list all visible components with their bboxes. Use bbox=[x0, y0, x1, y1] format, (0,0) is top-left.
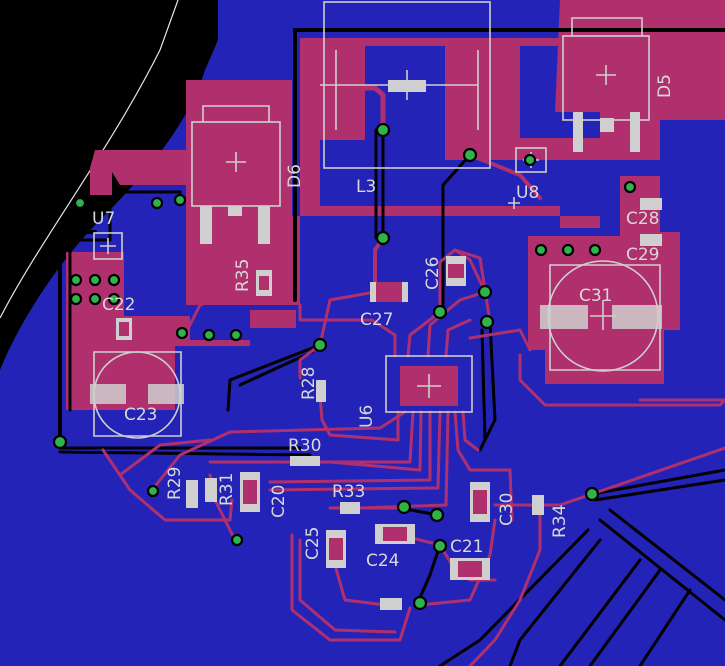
component-labels: D5 D6 L3 U8 U7 C28 C29 C31 R35 C26 C27 C… bbox=[92, 74, 675, 571]
u6-body bbox=[385, 355, 473, 413]
label-r33: R33 bbox=[332, 482, 365, 502]
label-c23: C23 bbox=[124, 405, 158, 425]
label-c22: C22 bbox=[102, 295, 136, 315]
u8-body bbox=[515, 147, 547, 173]
label-c27: C27 bbox=[360, 310, 394, 330]
label-u8: U8 bbox=[516, 183, 539, 203]
label-c20: C20 bbox=[269, 484, 289, 518]
board-outline bbox=[0, 0, 179, 319]
label-c26: C26 bbox=[423, 256, 443, 290]
label-r31: R31 bbox=[217, 473, 237, 506]
u7-body bbox=[93, 232, 123, 260]
label-c21: C21 bbox=[450, 537, 484, 557]
label-c25: C25 bbox=[303, 526, 323, 560]
label-c24: C24 bbox=[366, 551, 400, 571]
label-r35: R35 bbox=[233, 259, 253, 292]
bottom-traces bbox=[58, 28, 725, 666]
label-u6: U6 bbox=[357, 405, 377, 428]
label-l3: L3 bbox=[356, 177, 376, 197]
label-r29: R29 bbox=[165, 467, 185, 500]
label-c28: C28 bbox=[626, 209, 660, 229]
label-r28: R28 bbox=[299, 367, 319, 400]
label-r34: R34 bbox=[550, 505, 570, 538]
label-u7: U7 bbox=[92, 209, 115, 229]
label-d6: D6 bbox=[285, 164, 305, 188]
label-r30: R30 bbox=[288, 436, 321, 456]
label-d5: D5 bbox=[655, 74, 675, 98]
vias bbox=[52, 122, 637, 611]
label-c29: C29 bbox=[626, 245, 660, 265]
label-c31: C31 bbox=[579, 286, 613, 306]
top-traces bbox=[101, 85, 725, 666]
label-c30: C30 bbox=[497, 492, 517, 526]
silkscreen-outlines bbox=[90, 1, 662, 610]
